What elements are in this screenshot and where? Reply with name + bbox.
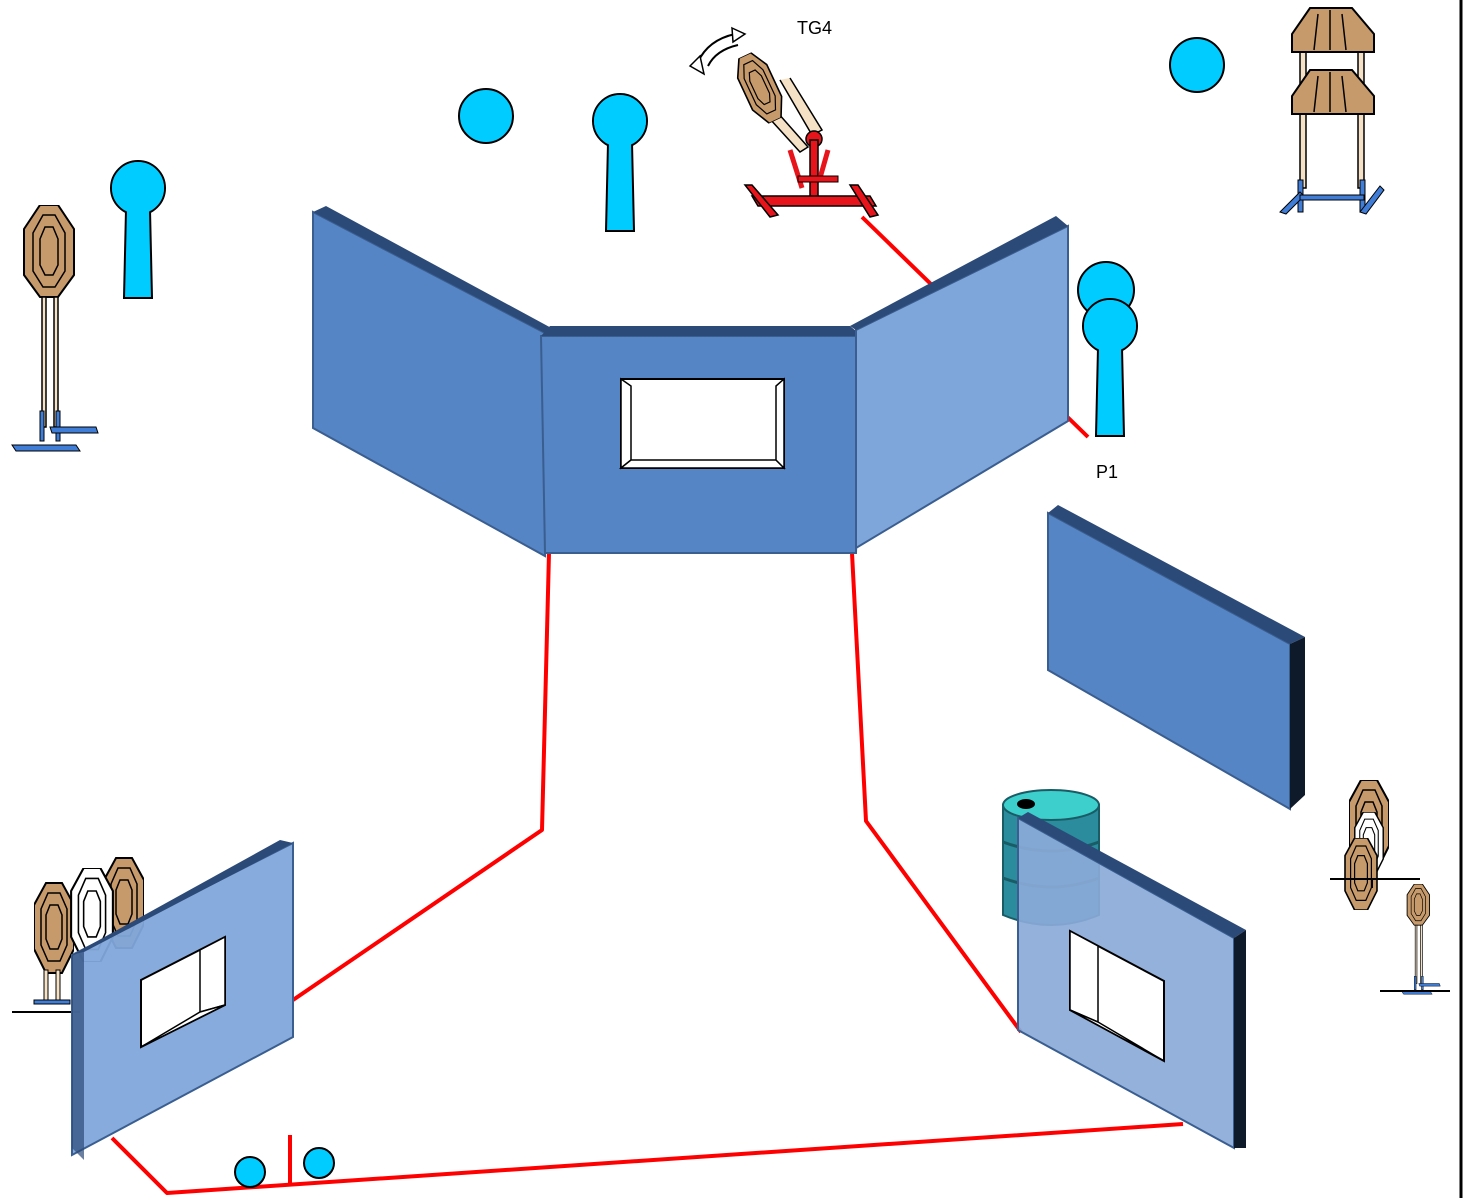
fault-line-right xyxy=(850,552,1023,1034)
label-p1: P1 xyxy=(1096,462,1118,482)
fault-line-bottom xyxy=(110,1122,1184,1195)
paper-target-icon xyxy=(34,881,74,975)
fault-line-left xyxy=(291,552,551,1002)
right-wall xyxy=(1047,505,1305,811)
rotate-arrow-icon xyxy=(688,26,747,76)
mini-popper-icon xyxy=(1169,37,1225,93)
mini-popper-icon xyxy=(303,1147,335,1179)
main-wall xyxy=(312,206,1069,558)
target-stand-icon xyxy=(1279,7,1385,215)
swinger-target-icon xyxy=(729,47,880,218)
label-tg4: TG4 xyxy=(797,18,832,38)
target-stand-icon xyxy=(12,969,80,1013)
popper-icon xyxy=(1077,261,1138,437)
bottom-right-wall xyxy=(1017,812,1246,1150)
bottom-left-wall xyxy=(71,840,294,1160)
paper-target-icon xyxy=(1344,838,1378,910)
mini-popper-icon xyxy=(458,88,514,144)
window-port-icon xyxy=(1069,929,1165,1063)
paper-target-icon xyxy=(1400,884,1442,995)
window-port-icon xyxy=(618,377,786,470)
paper-target-icon xyxy=(11,205,99,452)
popper-icon xyxy=(592,93,648,232)
mini-popper-icon xyxy=(234,1156,266,1188)
window-port-icon xyxy=(140,935,226,1049)
popper-icon xyxy=(110,160,166,299)
